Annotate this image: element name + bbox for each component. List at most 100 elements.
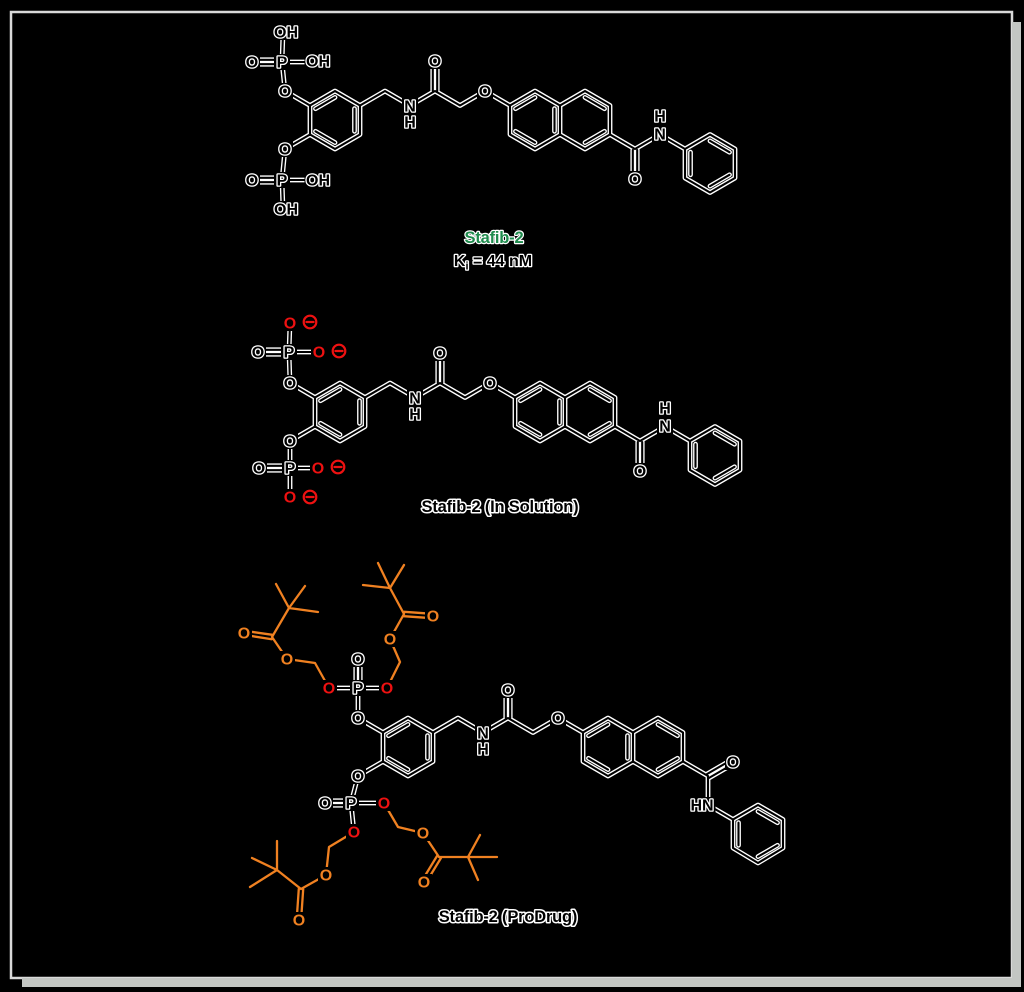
atom-label-oh: OH — [274, 25, 298, 42]
circled-minus-icon — [330, 459, 346, 475]
atom-label-h: H — [404, 115, 416, 132]
atom-mask — [282, 433, 298, 449]
atom-mask — [475, 725, 491, 741]
binding-affinity-label: Ki = 44 nM — [454, 253, 532, 273]
circled-minus-icon — [302, 314, 318, 330]
atom-mask — [415, 825, 431, 841]
atom-label-oh: OH — [306, 54, 330, 71]
atom-mask — [482, 375, 498, 391]
atom-label-o: O — [284, 316, 296, 333]
atom-label-o: O — [293, 913, 305, 930]
atom-label-o: O — [502, 683, 514, 700]
atom-mask — [304, 53, 332, 69]
circled-minus-icon — [302, 489, 318, 505]
atom-mask — [425, 608, 441, 624]
atom-mask — [317, 795, 333, 811]
page-border — [9, 10, 1014, 980]
atom-label-o: O — [727, 755, 739, 772]
atom-mask — [657, 418, 673, 434]
atom-label-o: O — [384, 632, 396, 649]
atom-label-n: N — [477, 726, 489, 743]
atom-mask — [407, 390, 423, 406]
atom-label-o: O — [352, 652, 364, 669]
atom-mask — [407, 406, 423, 422]
atom-mask — [652, 126, 668, 142]
atom-label-o: O — [320, 868, 332, 885]
compound-label-prodrug: Stafib-2 (ProDrug) — [439, 908, 577, 926]
atom-label-o: O — [629, 172, 641, 189]
atom-label-o: O — [381, 681, 393, 698]
atom-label-o: O — [417, 826, 429, 843]
atom-label-h: H — [477, 742, 489, 759]
atom-mask — [632, 463, 648, 479]
atom-mask — [652, 108, 668, 124]
atom-label-h: H — [409, 407, 421, 424]
atom-label-p: P — [285, 461, 296, 478]
atom-mask — [350, 710, 366, 726]
atom-label-o: O — [238, 626, 250, 643]
atom-mask — [250, 344, 266, 360]
atom-mask — [272, 201, 300, 217]
atom-mask — [402, 114, 418, 130]
atom-label-p: P — [284, 345, 295, 362]
pom-ester-bonds — [242, 561, 499, 920]
atom-mask — [627, 171, 643, 187]
circled-minus-icon — [331, 343, 347, 359]
atom-mask — [244, 54, 260, 70]
atom-mask — [432, 345, 448, 361]
atom-label-o: O — [312, 461, 324, 478]
atom-mask — [291, 912, 307, 928]
atom-label-o: O — [252, 345, 264, 362]
atom-mask — [282, 315, 298, 331]
atom-mask — [272, 24, 300, 40]
atom-label-p: P — [277, 173, 288, 190]
atom-mask — [311, 344, 327, 360]
atom-label-o: O — [429, 54, 441, 71]
atom-mask — [416, 874, 432, 890]
atom-mask — [236, 625, 252, 641]
atom-label-o: O — [352, 711, 364, 728]
atom-mask — [343, 795, 359, 811]
atom-mask — [427, 53, 443, 69]
atom-mask — [304, 172, 332, 188]
atom-mask — [475, 741, 491, 757]
atom-mask — [657, 400, 673, 416]
atom-label-h: H — [654, 109, 666, 126]
atom-label-p: P — [277, 55, 288, 72]
atom-label-o: O — [427, 609, 439, 626]
atom-mask — [310, 460, 326, 476]
atom-label-o: O — [284, 490, 296, 507]
atom-label-o: O — [253, 461, 265, 478]
atom-mask — [274, 172, 290, 188]
atom-mask — [500, 682, 516, 698]
atom-label-o: O — [281, 652, 293, 669]
atom-mask — [346, 824, 362, 840]
negative-charge-symbols — [302, 314, 347, 505]
atom-mask — [379, 680, 395, 696]
atom-label-o: O — [484, 376, 496, 393]
atom-label-o: O — [348, 825, 360, 842]
atom-label-o: O — [552, 711, 564, 728]
atom-mask — [251, 460, 267, 476]
atom-label-n: N — [654, 127, 666, 144]
atom-mask — [321, 680, 337, 696]
atom-label-o: O — [479, 84, 491, 101]
atom-label-oh: OH — [274, 202, 298, 219]
atom-mask — [550, 710, 566, 726]
atom-label-n: N — [659, 419, 671, 436]
atom-mask — [281, 344, 297, 360]
atom-label-n: N — [404, 99, 416, 116]
atom-label-o: O — [284, 376, 296, 393]
atom-label-o: O — [279, 142, 291, 159]
atom-label-o: O — [246, 55, 258, 72]
atom-mask — [277, 83, 293, 99]
atom-label-o: O — [284, 434, 296, 451]
atom-mask — [402, 98, 418, 114]
